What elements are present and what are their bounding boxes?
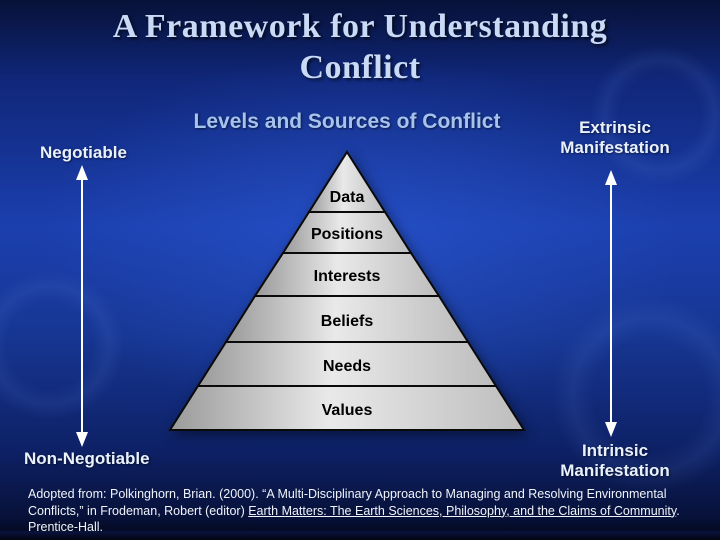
citation: Adopted from: Polkinghorn, Brian. (2000)… (28, 486, 690, 536)
label-non-negotiable: Non-Negotiable (24, 449, 150, 468)
title-line-1: A Framework for Understanding (112, 8, 608, 45)
citation-book-title: Earth Matters: The Earth Sciences, Philo… (248, 503, 677, 518)
pyramid-band-label: Interests (314, 268, 381, 285)
label-extrinsic-manifestation: Extrinsic Manifestation (560, 118, 670, 157)
conflict-pyramid: Data Positions Interests Beliefs Needs V… (168, 150, 526, 431)
bottom-edge-strip (0, 531, 720, 540)
manifestation-scale-arrow (605, 170, 617, 437)
pyramid-band-label: Beliefs (321, 313, 374, 330)
label-intrinsic-manifestation: Intrinsic Manifestation (560, 441, 670, 480)
negotiable-scale-arrow (76, 165, 88, 447)
slide-subtitle: Levels and Sources of Conflict (193, 110, 501, 133)
pyramid-band-label: Positions (311, 226, 383, 243)
citation-publisher: . Prentice-Hall. (28, 503, 680, 535)
pyramid-band-label: Values (322, 402, 373, 419)
pyramid-band-label: Needs (323, 358, 371, 375)
pyramid-band-values (168, 385, 526, 431)
label-negotiable: Negotiable (40, 143, 127, 162)
title-line-2: Conflict (299, 49, 421, 87)
citation-text: Adopted from: Polkinghorn, Brian. (2000)… (28, 487, 667, 518)
pyramid-band-label: Data (330, 189, 365, 206)
